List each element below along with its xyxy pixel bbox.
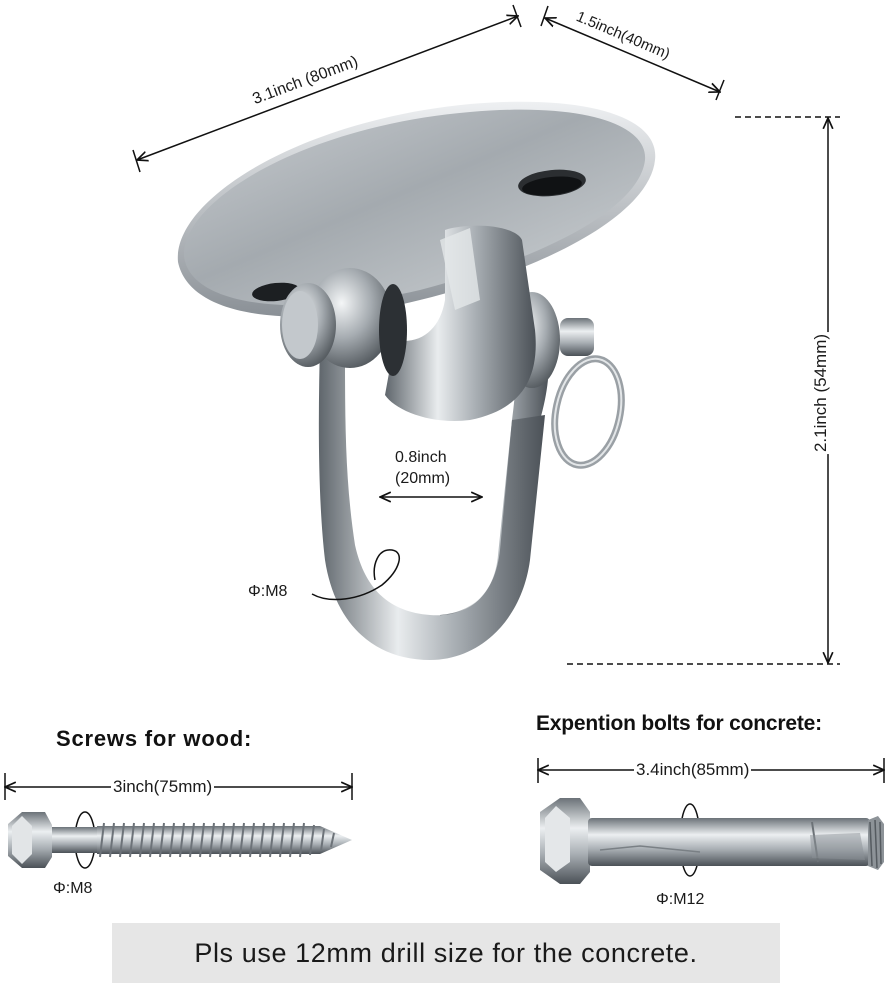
plate-width-line [545, 18, 720, 92]
wood-screw-length-label: 3inch(75mm) [111, 777, 215, 797]
shackle-diameter-loop [311, 549, 401, 601]
concrete-bolts-heading: Expention bolts for concrete: [536, 712, 822, 735]
bolt-diameter-label: Φ:M12 [656, 891, 705, 908]
mounting-plate [177, 101, 656, 317]
shackle-opening-inch-label: 0.8inch [393, 449, 449, 467]
plate-length-line [137, 16, 518, 160]
expansion-bolt [540, 798, 884, 884]
shackle-opening-mm-label: (20mm) [393, 470, 453, 488]
d-shackle [280, 225, 625, 660]
bolt-length-label: 3.4inch(85mm) [634, 760, 752, 780]
height-label: 2.1inch (54mm) [811, 331, 832, 455]
wood-screws-heading: Screws for wood: [56, 726, 253, 751]
drill-size-note-text: Pls use 12mm drill size for the concrete… [194, 938, 698, 968]
wood-screw-diameter-label: Φ:M8 [53, 880, 93, 897]
shackle-diameter-label: Φ:M8 [248, 583, 288, 600]
drill-size-note: Pls use 12mm drill size for the concrete… [112, 923, 780, 983]
wood-screw [8, 812, 352, 868]
